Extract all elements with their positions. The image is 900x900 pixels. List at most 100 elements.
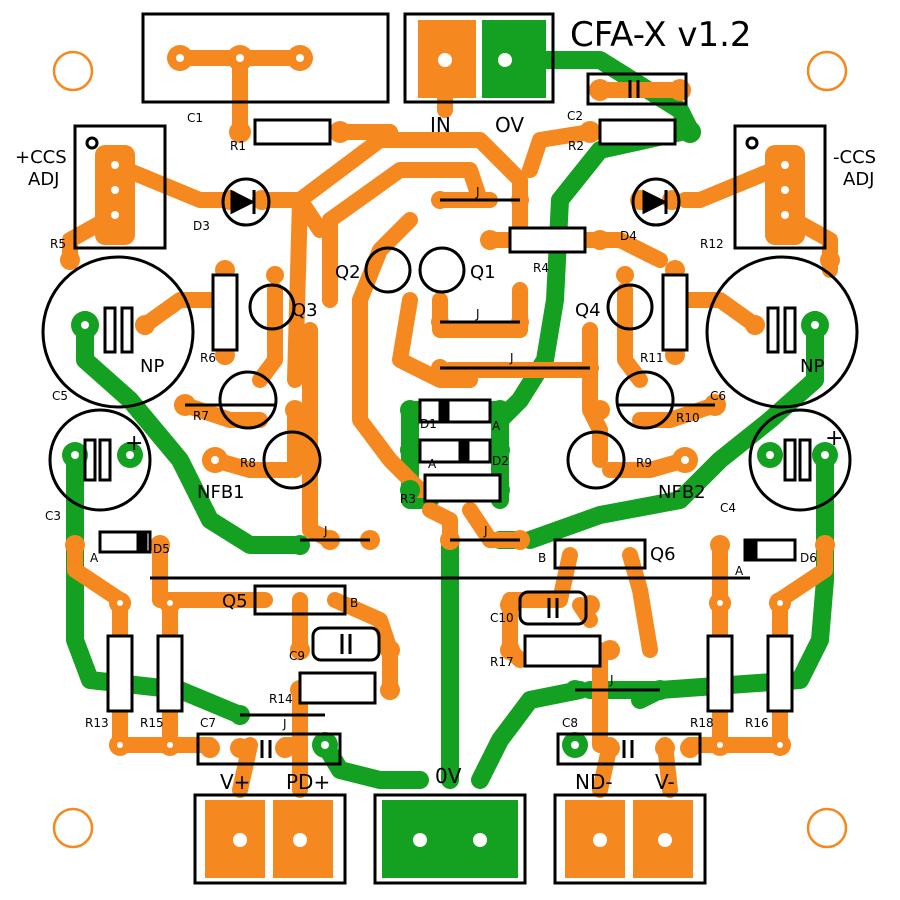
- label-r6: R6: [200, 351, 216, 365]
- c7-outline: [196, 732, 342, 766]
- label-anode: A: [90, 551, 99, 565]
- label-r4: R4: [533, 261, 549, 275]
- r9-outline: [566, 430, 626, 490]
- label-r13: R13: [85, 716, 109, 730]
- label-r15: R15: [140, 716, 164, 730]
- label-r14: R14: [269, 692, 293, 706]
- r6-body: [211, 273, 239, 352]
- ccs-right-outline: [733, 124, 827, 250]
- mounting-hole: [806, 807, 848, 849]
- label-d1: D1: [420, 417, 437, 431]
- label-c8: C8: [562, 716, 578, 730]
- label-r5: R5: [50, 237, 66, 251]
- label-c6: C6: [710, 389, 726, 403]
- label-r7: R7: [193, 409, 209, 423]
- label-jumper: J: [282, 717, 287, 731]
- label-0v-top: OV: [495, 113, 524, 137]
- label-np-right: NP: [800, 356, 824, 377]
- r1-body: [253, 118, 332, 146]
- r16-body: [766, 634, 794, 713]
- d3-led: [221, 177, 271, 227]
- label-r1: R1: [230, 139, 246, 153]
- r11-body: [661, 273, 689, 352]
- components: [41, 72, 859, 766]
- label-np-left: NP: [140, 356, 164, 377]
- label-jumper: J: [609, 673, 614, 687]
- label-anode: A: [428, 457, 437, 471]
- d1-body: [418, 398, 492, 424]
- label-r12: R12: [700, 237, 724, 251]
- q6-outline: [553, 538, 647, 570]
- label-r10: R10: [676, 411, 700, 425]
- c4-outline: [748, 408, 852, 512]
- label-c2: C2: [567, 109, 583, 123]
- r14-body: [298, 671, 377, 705]
- label-base: B: [350, 596, 358, 610]
- ccs-right-tab-hole: [745, 136, 759, 150]
- label-d3: D3: [193, 219, 210, 233]
- label-d6: D6: [800, 551, 817, 565]
- r10-outline: [615, 370, 675, 430]
- label-c4: C4: [720, 501, 736, 515]
- label-plus-ccs: +CCS: [15, 147, 67, 168]
- label-q2: Q2: [335, 262, 361, 283]
- mounting-hole: [52, 50, 94, 92]
- c5-outline: [41, 255, 195, 409]
- label-q4: Q4: [575, 300, 601, 321]
- c3-outline: [48, 408, 152, 512]
- label-r18: R18: [690, 716, 714, 730]
- ccs-left-outline: [73, 124, 167, 250]
- c8-outline: [556, 732, 702, 766]
- label-r2: R2: [568, 139, 584, 153]
- label-plus-c3: +: [125, 431, 143, 456]
- q3-outline: [248, 283, 296, 331]
- r13-body: [106, 634, 134, 713]
- label-minus-ccs: -CCS: [833, 147, 876, 168]
- label-jumper: J: [509, 351, 514, 365]
- q2-outline: [364, 246, 412, 294]
- label-c7: C7: [200, 716, 216, 730]
- label-jumper: J: [483, 524, 488, 538]
- mounting-hole: [806, 50, 848, 92]
- label-base: B: [538, 551, 546, 565]
- d2-body: [418, 438, 492, 464]
- label-q6: Q6: [650, 544, 676, 565]
- label-v-plus: V+: [220, 770, 250, 794]
- input-terminal: [403, 12, 555, 104]
- mounting-hole: [52, 807, 94, 849]
- label-v-minus: V-: [655, 770, 675, 794]
- ground-terminal: [373, 793, 527, 885]
- label-jumper: J: [323, 524, 328, 538]
- c1-footprint: [141, 12, 390, 104]
- label-d2: D2: [492, 454, 509, 468]
- label-q5: Q5: [222, 591, 248, 612]
- label-adj-right: ADJ: [843, 169, 874, 190]
- r15-body: [156, 634, 184, 713]
- power-terminal-left: [193, 793, 347, 885]
- label-d4: D4: [620, 229, 637, 243]
- r7-outline: [218, 370, 278, 430]
- jumper-wires: [240, 198, 660, 717]
- label-r3: R3: [400, 492, 416, 506]
- r2-body: [598, 118, 677, 146]
- label-anode: A: [735, 564, 744, 578]
- label-jumper: J: [475, 185, 480, 199]
- label-q1: Q1: [470, 262, 496, 283]
- r3-body: [423, 473, 502, 503]
- label-q3: Q3: [292, 300, 318, 321]
- r17-body: [523, 634, 602, 668]
- label-nfb1: NFB1: [197, 482, 245, 503]
- q1-outline: [418, 246, 466, 294]
- label-nfb2: NFB2: [658, 482, 706, 503]
- label-r16: R16: [745, 716, 769, 730]
- mounting-holes: [52, 50, 848, 849]
- label-c5: C5: [52, 389, 68, 403]
- label-r11: R11: [640, 351, 664, 365]
- c6-outline: [705, 255, 859, 409]
- label-c9: C9: [289, 649, 305, 663]
- r18-body: [706, 634, 734, 713]
- c10-outline: [518, 590, 588, 626]
- label-adj-left: ADJ: [28, 169, 59, 190]
- label-c3: C3: [45, 509, 61, 523]
